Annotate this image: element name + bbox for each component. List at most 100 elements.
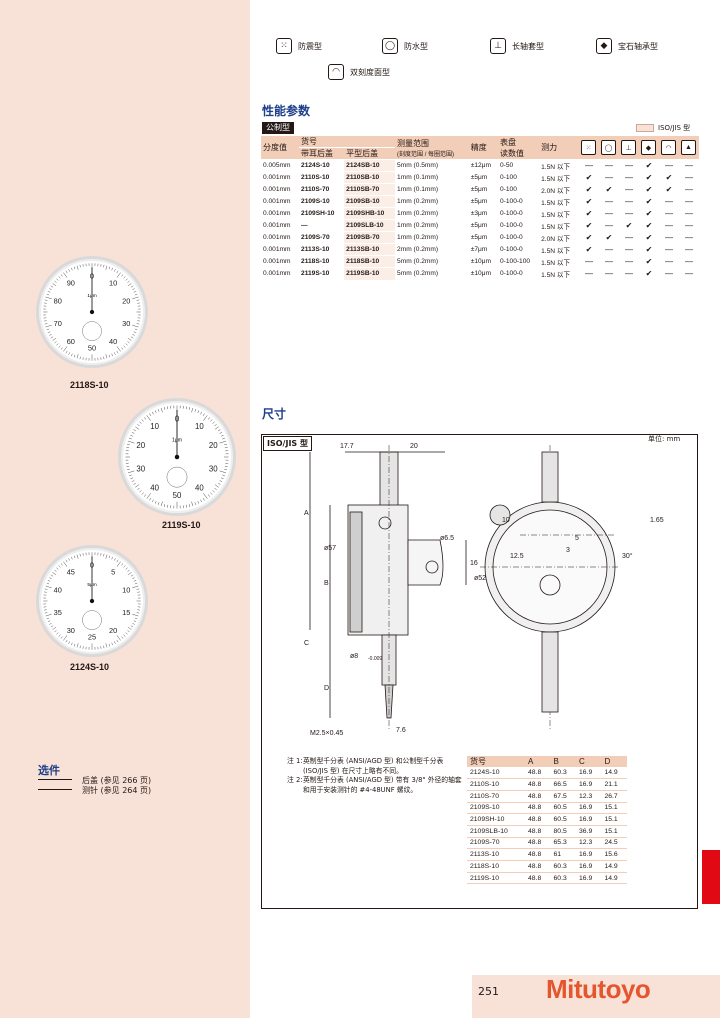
dim-cell: 67.5 [550,790,576,803]
dial-tick [52,337,57,341]
dial-tick [71,642,73,646]
dim-cell: 61 [550,848,576,861]
range-label: 测量范围 [397,138,430,148]
cell-a: 2109S-70 [299,231,345,244]
dial-tick [167,504,169,508]
stem-top-front [541,451,559,503]
dial-tick [188,407,191,410]
dial-tick [188,504,191,507]
dim-cell: 48.8 [525,813,551,826]
cell-feature: — [599,243,619,256]
dial-tick [125,567,128,570]
dim-col-header: A [525,756,551,767]
dial-tick [219,480,223,483]
cell-feature: — [659,243,679,256]
dial-tick [56,567,59,570]
dial-tick [46,617,50,620]
red-side-tab [702,850,720,904]
dial-tick [73,643,76,647]
dial-number: 80 [54,297,62,306]
stem-bottom-front [541,631,559,713]
dim-cell: 48.8 [525,860,551,873]
dial-number: 20 [122,297,130,306]
sub-dial [82,321,102,341]
dim-cell: 48.8 [525,872,551,885]
dial-tick [160,407,163,413]
type-item: ◯防水型 [382,38,428,54]
dial-tick [65,270,68,274]
dim-1-65: 1.65 [650,517,664,524]
dial-tick [79,553,81,557]
dial-tick [49,577,52,579]
cell-b: 2110SB-70 [344,183,396,196]
cell-feature: — [619,183,639,196]
cell-feature: — [599,267,619,280]
dial-tick [212,490,215,493]
dial-tick [65,559,68,563]
dial-number: 15 [122,608,130,617]
dim-10: 10 [502,517,510,524]
cell-acc: ±3μm [468,207,498,220]
dial-tick [108,266,111,270]
cell-feature: — [679,219,699,232]
dial-tick [131,431,135,434]
cell-grad: 0.001mm [261,195,300,208]
dial-tick [127,337,132,341]
cell-dial: 0-100 [498,183,540,196]
dial-tick [76,554,79,559]
dial-tick [224,465,228,467]
dial-tick [125,343,128,346]
cell-dial: 0-100-0 [498,243,540,256]
dim-cell: 66.5 [550,778,576,791]
dial-tick [141,419,144,422]
dim-cell: 21.1 [601,778,627,791]
cell-a: — [299,219,345,232]
dial-tick [143,494,147,497]
dial-tick [116,350,119,354]
cell-grad: 0.001mm [261,243,300,256]
cell-range: 1mm (0.2mm) [395,231,469,244]
dial-tick [133,331,137,333]
dial-tick [103,645,105,649]
cell-force: 2.0N 以下 [539,231,579,244]
dial-number: 35 [54,608,62,617]
dial-tick [126,447,130,449]
unit-label: 单位: mm [648,435,681,443]
dial-tick [125,632,128,635]
dim-cell: 2110S-10 [467,778,526,791]
dial-tick [47,580,51,582]
dial-tick [123,565,126,568]
cell-feature: ✔ [579,183,599,196]
dial-tick [157,502,160,505]
cell-force: 1.5N 以下 [539,171,579,184]
cell-feature: — [619,207,639,220]
dial-tick [137,423,140,427]
cell-dial: 0-100-0 [498,207,540,220]
dial-tick [134,617,138,620]
cell-b: 2110SB-10 [344,171,396,184]
dial-tick [151,499,154,503]
dial-tick [52,572,57,576]
cell-feature: — [659,159,679,172]
dial-tick [52,283,57,287]
cell-feature: — [599,195,619,208]
dial-tick [45,613,52,617]
dim-thread: M2.5×0.45 [310,730,343,737]
dial-face: 0510152025303540455μm [43,552,141,650]
dial-tick [116,635,121,641]
cell-dial: 0-100-0 [498,195,540,208]
cell-feature: ✔ [599,183,619,196]
dial-hub [89,598,95,604]
cell-a: 2119S-10 [299,267,345,280]
cell-dial: 0-100 [498,171,540,184]
cell-range: 1mm (0.1mm) [395,171,469,184]
dial-tick [50,625,54,628]
dial-number: 50 [173,491,182,500]
gauge-label: 2119S-10 [162,520,201,530]
option-item: 后盖 (参见 266 页) [38,776,151,786]
dim-cell: 48.8 [525,778,551,791]
dim-cell: 15.1 [601,802,627,815]
cell-force: 1.5N 以下 [539,255,579,268]
